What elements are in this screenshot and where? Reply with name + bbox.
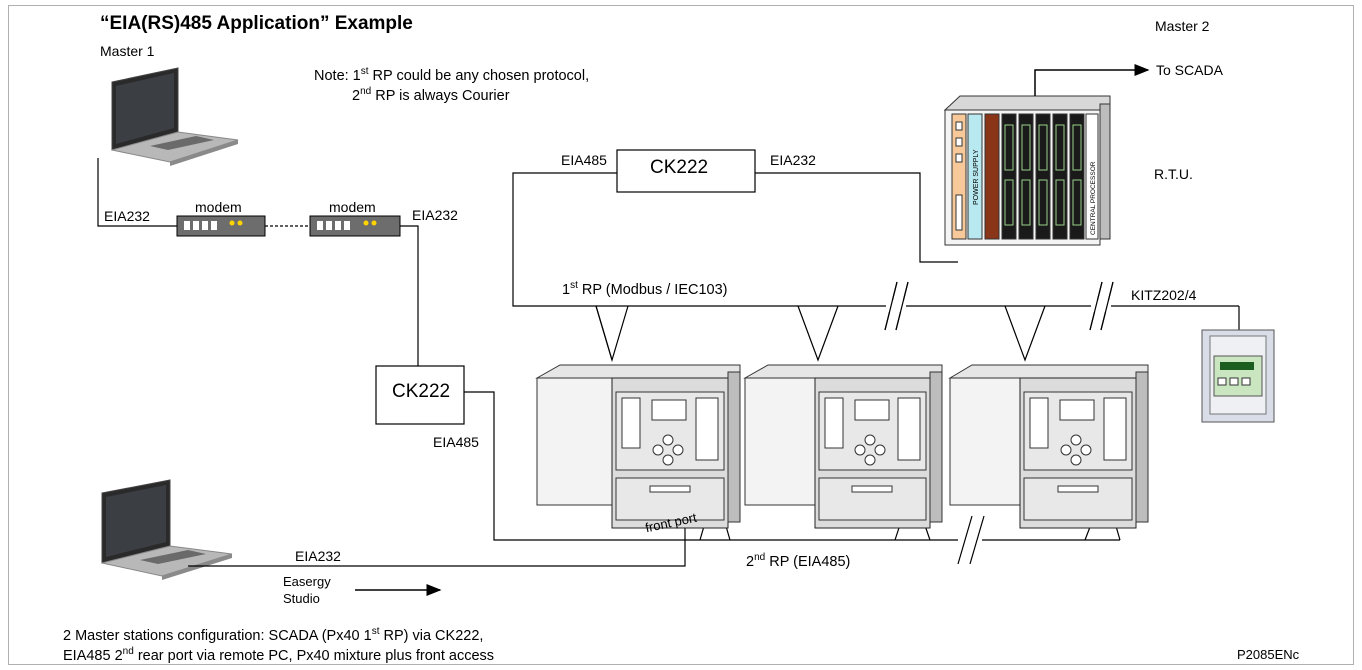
rp1-label: 1st RP (Modbus / IEC103) — [562, 280, 728, 298]
easergy-line2: Studio — [283, 591, 320, 606]
central-processor-label: CENTRAL PROCESSOR — [1090, 161, 1097, 235]
kitz-label: KITZ202/4 — [1131, 287, 1197, 303]
power-supply-label: POWER SUPPLY — [973, 149, 980, 205]
eia232-bottom-label: EIA232 — [295, 548, 341, 564]
rp2-label: 2nd RP (EIA485) — [746, 552, 851, 570]
modem-right-icon — [309, 215, 401, 237]
modem-left-label: modem — [195, 199, 242, 215]
diagram-frame — [8, 5, 1354, 665]
modem-left-icon — [176, 215, 266, 237]
relay-2-icon — [743, 364, 943, 529]
diagram-title: “EIA(RS)485 Application” Example — [100, 13, 413, 34]
eia485-left-label: EIA485 — [433, 434, 479, 450]
ck222-left-label: CK222 — [392, 381, 451, 402]
rtu-label: R.T.U. — [1154, 166, 1193, 182]
footer-line1: 2 Master stations configuration: SCADA (… — [63, 626, 484, 644]
modem-right-label: modem — [329, 199, 376, 215]
master1-label: Master 1 — [100, 43, 155, 59]
kitz-device-icon — [1201, 318, 1275, 423]
footer-line2: EIA485 2nd rear port via remote PC, Px40… — [63, 646, 495, 664]
eia232-modem-label: EIA232 — [412, 207, 458, 223]
ck222-top-label: CK222 — [650, 157, 709, 178]
eia232-laptop-label: EIA232 — [104, 208, 150, 224]
laptop-easergy-icon — [101, 479, 233, 580]
easergy-line1: Easergy — [283, 574, 331, 589]
relay-1-icon — [535, 364, 741, 529]
master2-label: Master 2 — [1155, 18, 1210, 34]
note-line1: Note: 1st RP could be any chosen protoco… — [314, 66, 590, 84]
ck222-left-box — [375, 365, 465, 425]
rtu-rack-icon — [943, 95, 1111, 246]
to-scada-label: To SCADA — [1156, 62, 1223, 78]
figure-reference: P2085ENc — [1237, 647, 1300, 662]
note-line2: 2nd RP is always Courier — [352, 86, 510, 104]
ck222-top-box — [616, 149, 756, 193]
laptop-master1-icon — [111, 67, 239, 166]
eia232-top-label: EIA232 — [770, 152, 816, 168]
relay-3-icon — [948, 364, 1149, 529]
eia485-top-label: EIA485 — [561, 152, 607, 168]
